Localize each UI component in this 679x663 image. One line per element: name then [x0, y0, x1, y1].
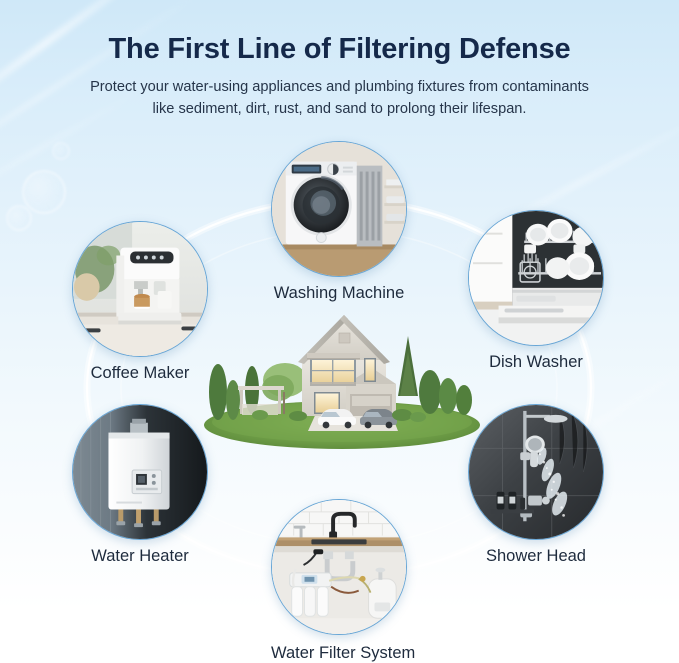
tankless-water-heater-photo-icon: [73, 405, 207, 539]
bokeh-circle-icon: [52, 142, 70, 160]
node-label-dish-washer: Dish Washer: [489, 353, 583, 371]
house-illustration-icon: [204, 315, 480, 449]
dish-washer-image-circle[interactable]: [468, 210, 604, 346]
subtitle-line-2: like sediment, dirt, rust, and sand to p…: [152, 101, 527, 117]
node-label-shower-head: Shower Head: [486, 547, 586, 565]
header: The First Line of Filtering Defense Prot…: [0, 0, 679, 120]
washing-machine-image-circle[interactable]: [271, 141, 407, 277]
shower-head-photo-icon: [469, 405, 603, 539]
page-title: The First Line of Filtering Defense: [108, 33, 571, 65]
bokeh-circle-icon: [6, 205, 32, 231]
node-water-filter-system[interactable]: Water Filter System: [271, 499, 416, 663]
node-dish-washer[interactable]: Dish Washer: [468, 210, 604, 372]
node-shower-head[interactable]: Shower Head: [468, 404, 604, 566]
dish-washer-photo-icon: [469, 211, 603, 345]
washing-machine-photo-icon: [272, 142, 406, 276]
node-label-washing-machine: Washing Machine: [273, 284, 405, 302]
center-house-scene: [190, 300, 490, 460]
car-white: [318, 409, 356, 429]
bokeh-circle-icon: [22, 170, 66, 214]
shower-head-image-circle[interactable]: [468, 404, 604, 540]
node-label-water-filter-system: Water Filter System: [271, 644, 416, 662]
car-dark: [360, 409, 397, 429]
subtitle-line-1: Protect your water-using appliances and …: [90, 79, 589, 95]
under-sink-water-filter-photo-icon: [272, 500, 406, 634]
node-washing-machine[interactable]: Washing Machine: [271, 141, 407, 303]
water-heater-image-circle[interactable]: [72, 404, 208, 540]
node-label-coffee-maker: Coffee Maker: [90, 364, 190, 382]
node-coffee-maker[interactable]: Coffee Maker: [72, 221, 208, 383]
coffee-maker-image-circle[interactable]: [72, 221, 208, 357]
node-label-water-heater: Water Heater: [91, 547, 189, 565]
node-water-heater[interactable]: Water Heater: [72, 404, 208, 566]
coffee-maker-photo-icon: [73, 222, 207, 356]
water-filter-system-image-circle[interactable]: [271, 499, 407, 635]
page-subtitle: Protect your water-using appliances and …: [0, 76, 679, 120]
